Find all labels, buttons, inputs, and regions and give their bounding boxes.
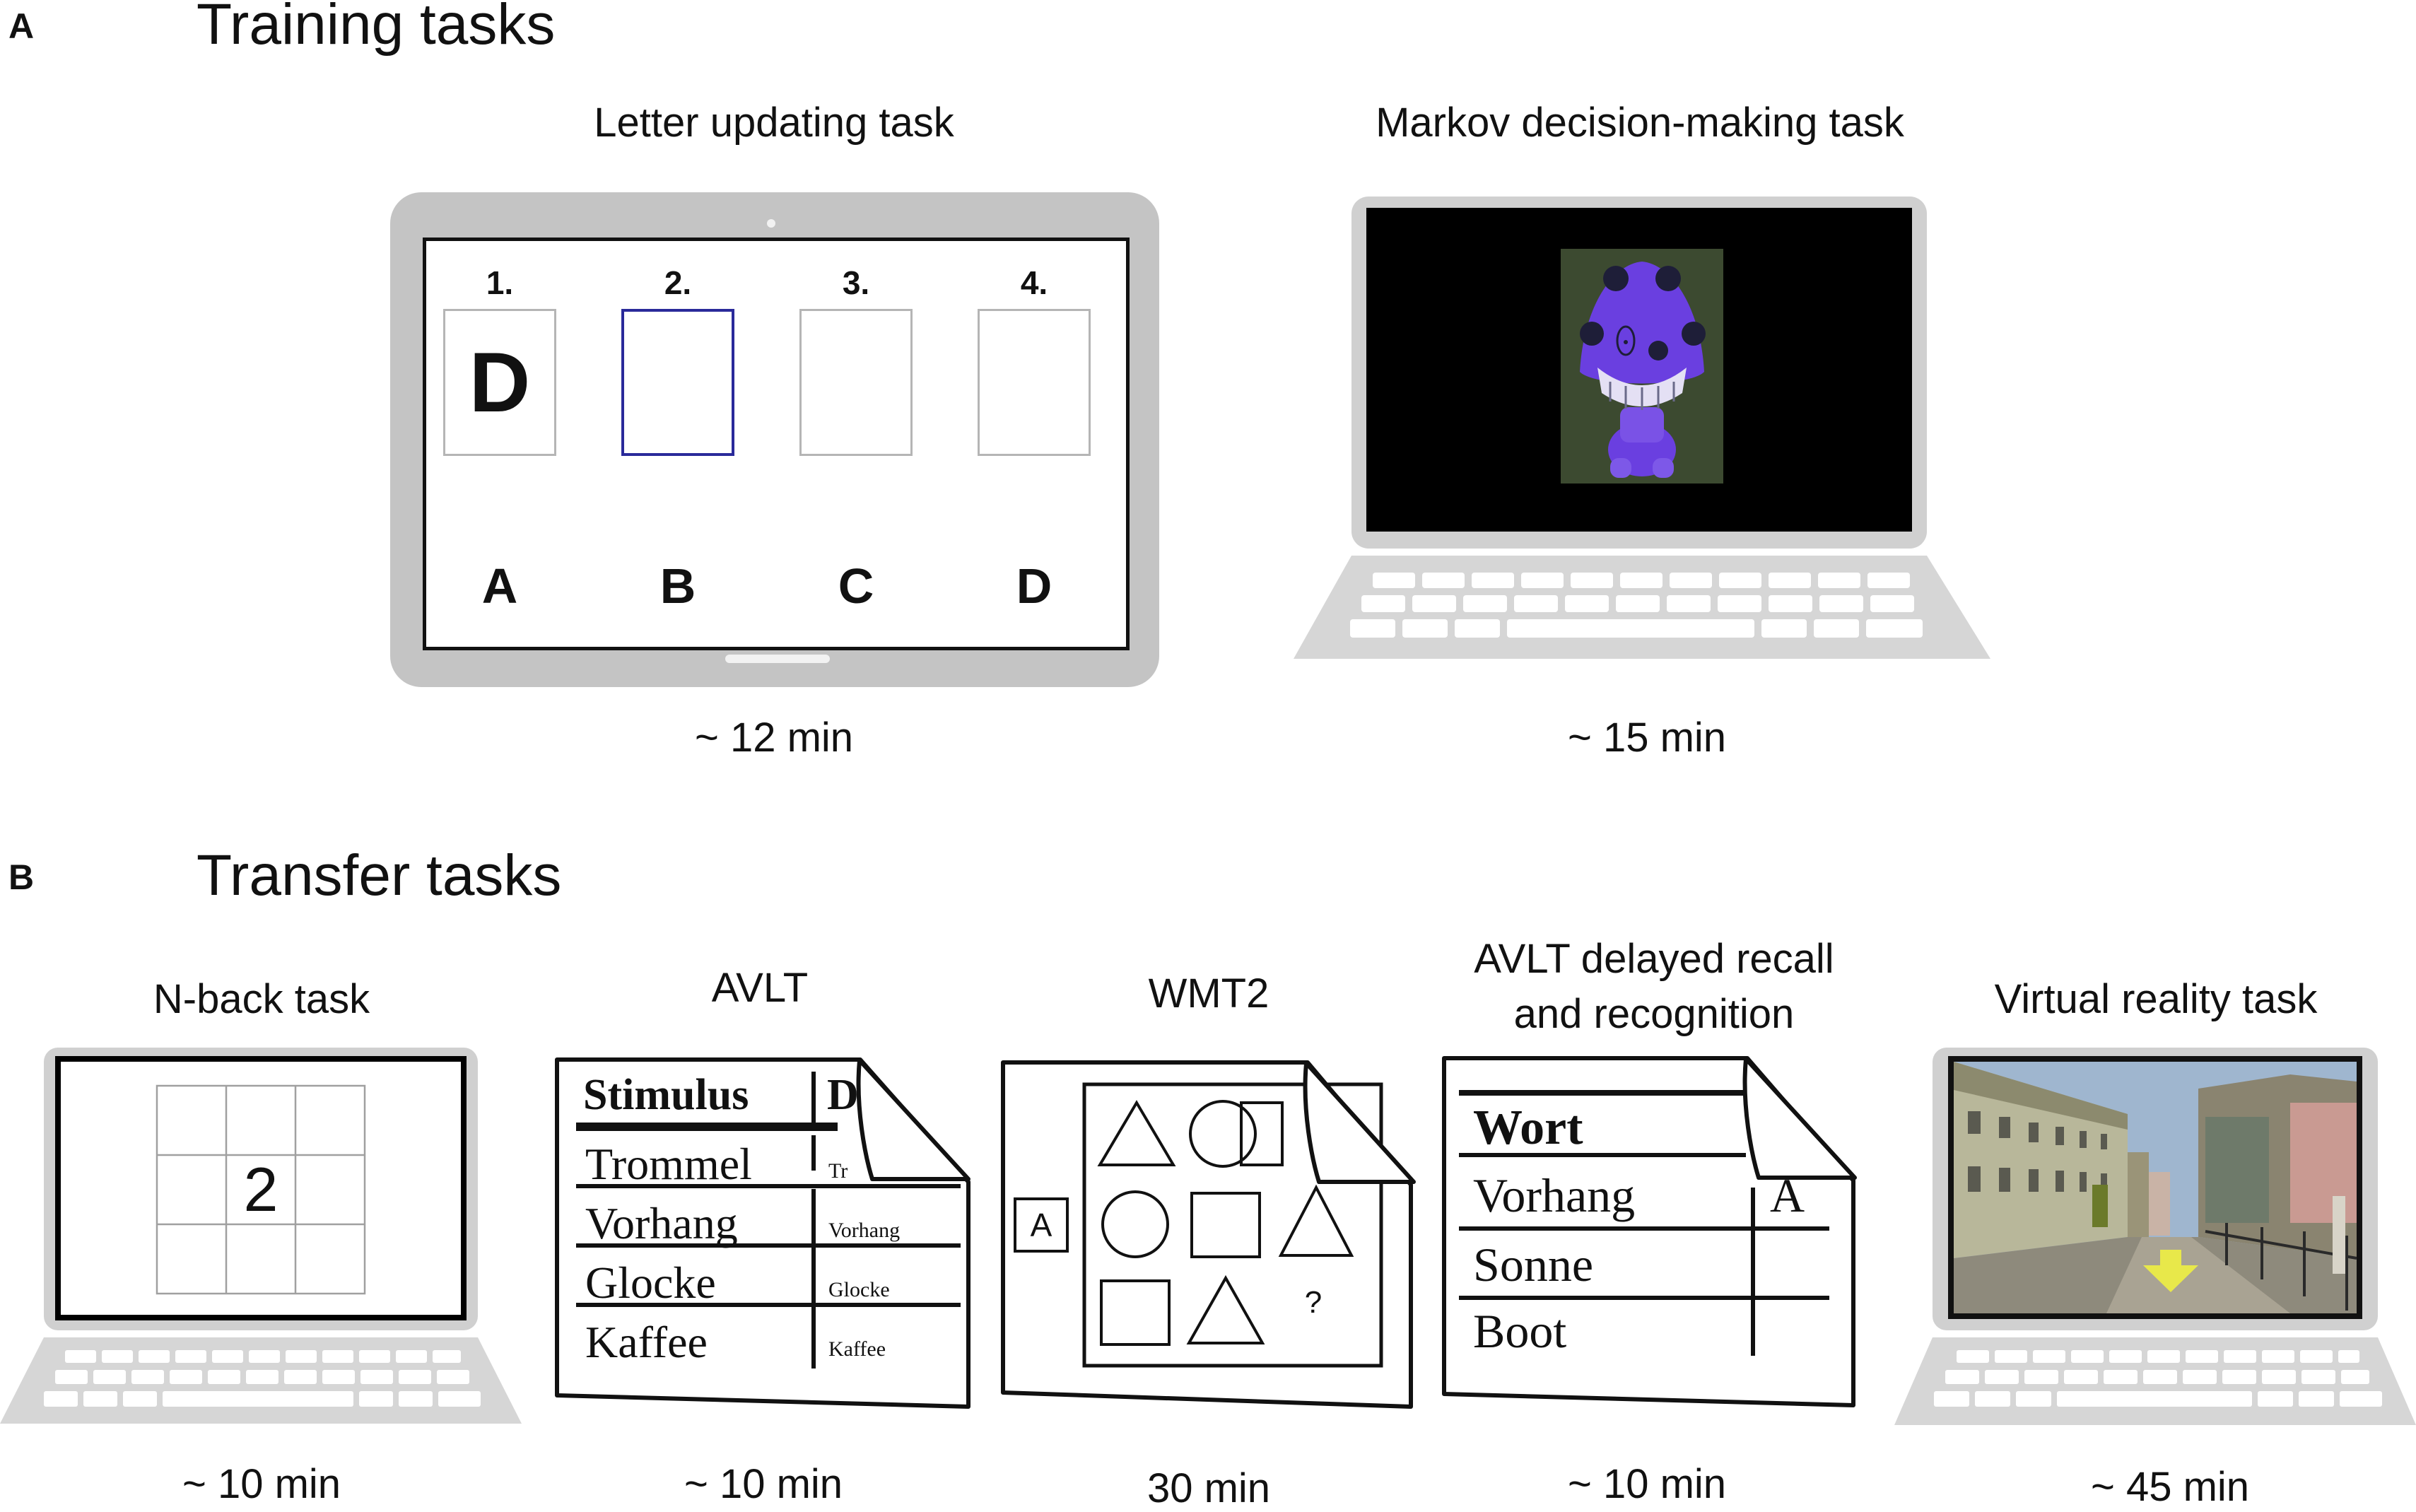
wmt2-missing: ?	[1304, 1285, 1323, 1320]
mushroom-creature-icon	[1580, 262, 1706, 478]
vr-title: Virtual reality task	[1994, 976, 2318, 1022]
panel-a-letter: A	[8, 6, 35, 46]
avlt-small-word: Kaffee	[828, 1337, 886, 1361]
panel-b-title: Transfer tasks	[197, 843, 562, 908]
laptop-screen	[61, 1062, 461, 1315]
avlt-word: Vorhang	[585, 1198, 738, 1248]
wmt2-duration: 30 min	[1147, 1465, 1271, 1511]
circle-icon	[1101, 1190, 1169, 1258]
wmt2-page-curl	[1303, 1061, 1416, 1184]
avlt-small-word: Glocke	[828, 1278, 890, 1301]
slot-number: 2.	[664, 264, 692, 301]
avlt-delayed-word: Vorhang	[1473, 1168, 1636, 1222]
avlt-delayed-header: Wort	[1473, 1101, 1583, 1155]
avlt-header: Stimulus	[583, 1071, 749, 1119]
slot-number: 3.	[842, 264, 870, 301]
markov-laptop	[1294, 197, 1990, 659]
avlt-header-cut: D	[827, 1071, 859, 1119]
laptop-keyboard	[44, 1350, 481, 1407]
response-key: D	[1016, 558, 1052, 614]
triangle-icon	[1097, 1100, 1176, 1166]
sample-box	[1014, 1197, 1069, 1253]
avlt-delayed-word: Boot	[1473, 1304, 1567, 1358]
markov-title: Markov decision-making task	[1376, 100, 1904, 146]
tablet-camera	[767, 219, 775, 228]
street-scene-image	[1954, 1062, 2357, 1313]
avlt-title: AVLT	[711, 965, 809, 1011]
tablet-screen: 1. D A 2. B 3. C 4. D	[423, 238, 1130, 650]
avlt-delayed-duration: ~ 10 min	[1567, 1461, 1727, 1507]
avlt-word: Kaffee	[585, 1317, 708, 1367]
avlt-delayed-title: AVLT delayed recall and recognition	[1474, 936, 1834, 1037]
vr-duration: ~ 45 min	[2090, 1464, 2250, 1510]
avlt-small-word: Vorhang	[828, 1219, 901, 1242]
laptop-keyboard	[1350, 573, 1923, 638]
matrix-shapes	[1097, 1100, 1354, 1346]
avlt-word: Trommel	[585, 1139, 752, 1189]
laptop-keyboard	[1934, 1350, 2382, 1407]
letter-slot-active	[621, 309, 734, 456]
triangle-icon	[1186, 1274, 1265, 1344]
avlt-duration: ~ 10 min	[684, 1461, 843, 1507]
slot-number: 1.	[486, 264, 514, 301]
letter-updating-title: Letter updating task	[594, 100, 954, 146]
circle-icon	[1189, 1100, 1257, 1168]
letter-slot: D	[443, 309, 556, 456]
letter-slot	[799, 309, 913, 456]
nback-title: N-back task	[153, 976, 370, 1022]
letter-slot	[978, 309, 1091, 456]
nback-laptop	[0, 1048, 522, 1424]
forward-arrow-icon	[2143, 1250, 2198, 1292]
triangle-icon	[1278, 1184, 1354, 1257]
avlt-word: Glocke	[585, 1258, 716, 1308]
avlt-small-word: Tr	[828, 1159, 848, 1183]
tablet-device: 1. D A 2. B 3. C 4. D	[390, 192, 1159, 687]
avlt-page-curl	[856, 1058, 970, 1181]
avlt-delayed-page-curl	[1742, 1057, 1857, 1180]
square-icon	[1240, 1101, 1284, 1166]
vr-laptop	[1894, 1048, 2416, 1425]
panel-b-letter: B	[8, 857, 35, 897]
avlt-delayed-word: Sonne	[1473, 1238, 1593, 1291]
response-key: A	[481, 558, 518, 614]
nback-duration: ~ 10 min	[182, 1461, 341, 1507]
nback-digit: 2	[243, 1154, 278, 1224]
matrix-frame	[1082, 1082, 1383, 1368]
response-key: C	[838, 558, 874, 614]
wmt2-sample-letter: A	[1030, 1207, 1052, 1243]
square-icon	[1100, 1279, 1171, 1346]
tablet-home-bar	[725, 655, 830, 663]
wmt2-title: WMT2	[1148, 971, 1269, 1016]
response-key: B	[659, 558, 696, 614]
panel-a-title: Training tasks	[197, 0, 556, 57]
square-icon	[1190, 1192, 1261, 1258]
markov-duration: ~ 15 min	[1567, 715, 1727, 761]
slot-number: 4.	[1020, 264, 1048, 301]
nback-grid	[156, 1084, 366, 1295]
letter-updating-duration: ~ 12 min	[694, 715, 854, 761]
